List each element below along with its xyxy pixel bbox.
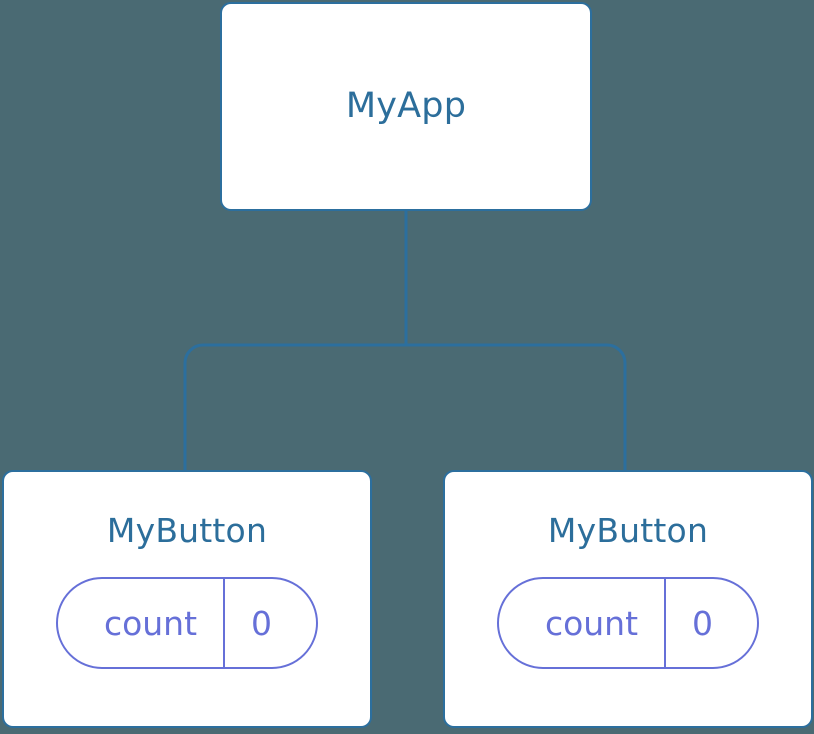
edge-bus-to-left-child xyxy=(183,343,406,470)
state-pill-count-2[interactable]: count 0 xyxy=(496,577,760,669)
state-divider-1 xyxy=(223,579,226,667)
state-key-label-1: count xyxy=(103,603,198,643)
state-divider-2 xyxy=(664,579,667,667)
state-key-label-2: count xyxy=(544,603,639,643)
node-mybutton-2[interactable]: MyButton count 0 xyxy=(443,470,813,728)
node-myapp-title: MyApp xyxy=(345,86,467,126)
state-pill-count-1[interactable]: count 0 xyxy=(55,577,319,669)
node-mybutton-1-title: MyButton xyxy=(106,511,268,550)
state-value-2: 0 xyxy=(692,603,714,643)
node-mybutton-1[interactable]: MyButton count 0 xyxy=(2,470,372,728)
node-myapp[interactable]: MyApp xyxy=(220,2,592,211)
state-value-1: 0 xyxy=(251,603,273,643)
edge-bus-to-right-child xyxy=(406,343,627,470)
node-mybutton-2-title: MyButton xyxy=(547,511,709,550)
